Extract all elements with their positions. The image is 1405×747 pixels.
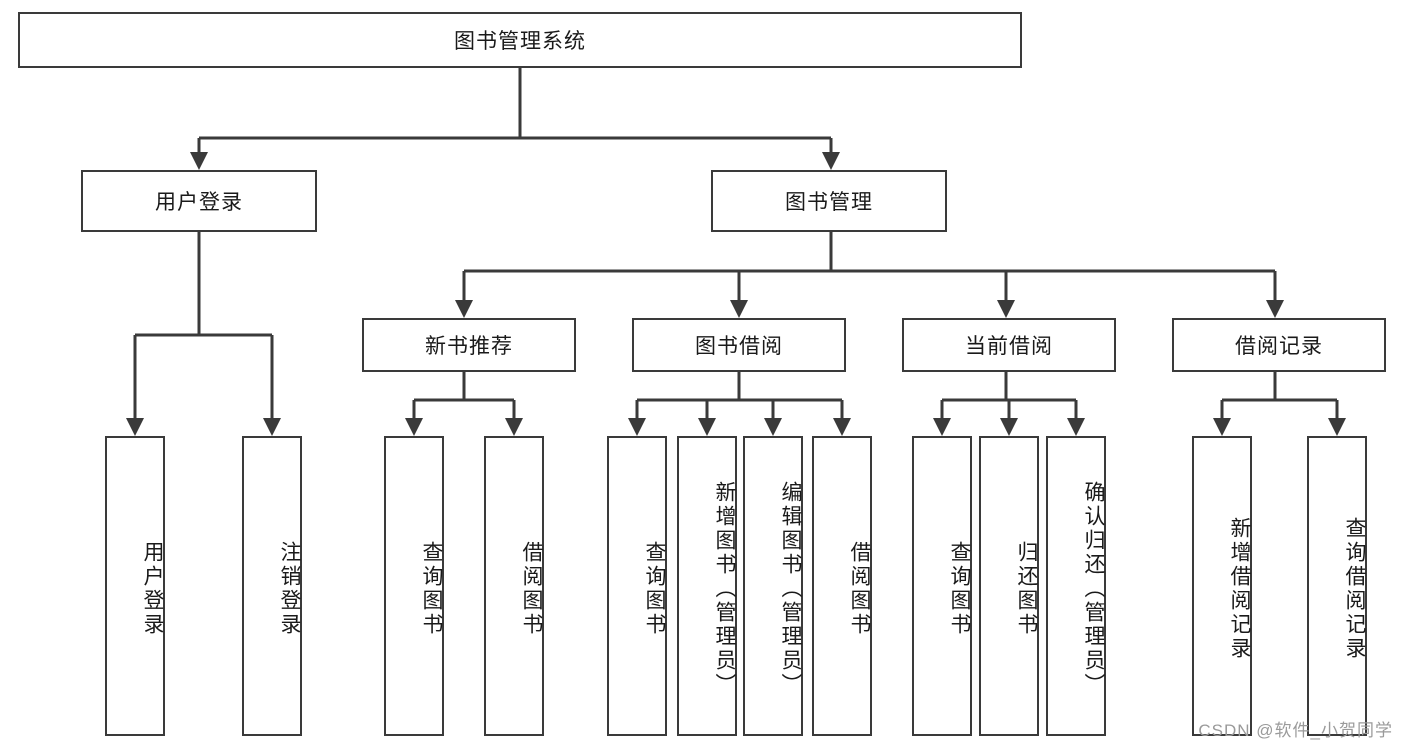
node-label: 查询借阅记录: [1343, 517, 1366, 661]
node-book-borrow[interactable]: 图书借阅: [632, 318, 846, 372]
node-label: 借阅记录: [1235, 335, 1323, 358]
node-leaf-query-book-current[interactable]: 查询图书: [912, 436, 972, 736]
node-label: 图书借阅: [695, 335, 783, 358]
node-leaf-borrow-book-recommend[interactable]: 借阅图书: [484, 436, 544, 736]
node-label: 归还图书: [1015, 541, 1038, 637]
node-label: 查询图书: [420, 541, 443, 637]
node-leaf-borrow-book[interactable]: 借阅图书: [812, 436, 872, 736]
node-label: 图书管理系统: [454, 30, 586, 53]
node-new-book-recommend[interactable]: 新书推荐: [362, 318, 576, 372]
node-current-borrow[interactable]: 当前借阅: [902, 318, 1116, 372]
arrow-current-to-leaf3: [1067, 418, 1085, 436]
node-label: 图书管理: [785, 191, 873, 214]
node-label: 用户登录: [141, 541, 164, 637]
node-borrow-record[interactable]: 借阅记录: [1172, 318, 1386, 372]
csdn-watermark: CSDN @软件_小贺同学: [1198, 721, 1393, 740]
arrow-record-to-leaf1: [1213, 418, 1231, 436]
node-leaf-confirm-return-admin[interactable]: 确认归还（管理员）: [1046, 436, 1106, 736]
node-label: 查询图书: [643, 541, 666, 637]
arrow-borrow-to-leaf1: [628, 418, 646, 436]
node-leaf-edit-book-admin[interactable]: 编辑图书（管理员）: [743, 436, 803, 736]
node-label: 新书推荐: [425, 335, 513, 358]
arrow-record-to-leaf2: [1328, 418, 1346, 436]
arrow-current-to-leaf1: [933, 418, 951, 436]
arrow-bookmgmt-to-n3: [997, 300, 1015, 318]
arrow-newbook-to-leaf2: [505, 418, 523, 436]
node-leaf-user-login[interactable]: 用户登录: [105, 436, 165, 736]
arrow-newbook-to-leaf1: [405, 418, 423, 436]
arrow-root-to-login: [190, 152, 208, 170]
node-label: 用户登录: [155, 191, 243, 214]
node-label: 确认归还（管理员）: [1082, 481, 1105, 697]
node-leaf-logout[interactable]: 注销登录: [242, 436, 302, 736]
arrow-root-to-bookmgmt: [822, 152, 840, 170]
node-label: 查询图书: [948, 541, 971, 637]
node-label: 注销登录: [278, 541, 301, 637]
node-leaf-query-book-borrow[interactable]: 查询图书: [607, 436, 667, 736]
node-leaf-query-book-recommend[interactable]: 查询图书: [384, 436, 444, 736]
arrow-bookmgmt-to-n1: [455, 300, 473, 318]
node-leaf-query-borrow-record[interactable]: 查询借阅记录: [1307, 436, 1367, 736]
arrow-current-to-leaf2: [1000, 418, 1018, 436]
arrow-borrow-to-leaf3: [764, 418, 782, 436]
node-leaf-add-borrow-record[interactable]: 新增借阅记录: [1192, 436, 1252, 736]
node-label: 借阅图书: [848, 541, 871, 637]
node-label: 当前借阅: [965, 335, 1053, 358]
arrow-login-to-leaf1: [126, 418, 144, 436]
node-book-management[interactable]: 图书管理: [711, 170, 947, 232]
node-leaf-return-book[interactable]: 归还图书: [979, 436, 1039, 736]
node-label: 新增借阅记录: [1228, 517, 1251, 661]
node-label: 新增图书（管理员）: [713, 481, 736, 697]
node-leaf-add-book-admin[interactable]: 新增图书（管理员）: [677, 436, 737, 736]
node-label: 借阅图书: [520, 541, 543, 637]
arrow-bookmgmt-to-n4: [1266, 300, 1284, 318]
arrow-bookmgmt-to-n2: [730, 300, 748, 318]
node-root-system[interactable]: 图书管理系统: [18, 12, 1022, 68]
arrow-borrow-to-leaf4: [833, 418, 851, 436]
node-user-login[interactable]: 用户登录: [81, 170, 317, 232]
node-label: 编辑图书（管理员）: [779, 481, 802, 697]
arrow-borrow-to-leaf2: [698, 418, 716, 436]
arrow-login-to-leaf2: [263, 418, 281, 436]
